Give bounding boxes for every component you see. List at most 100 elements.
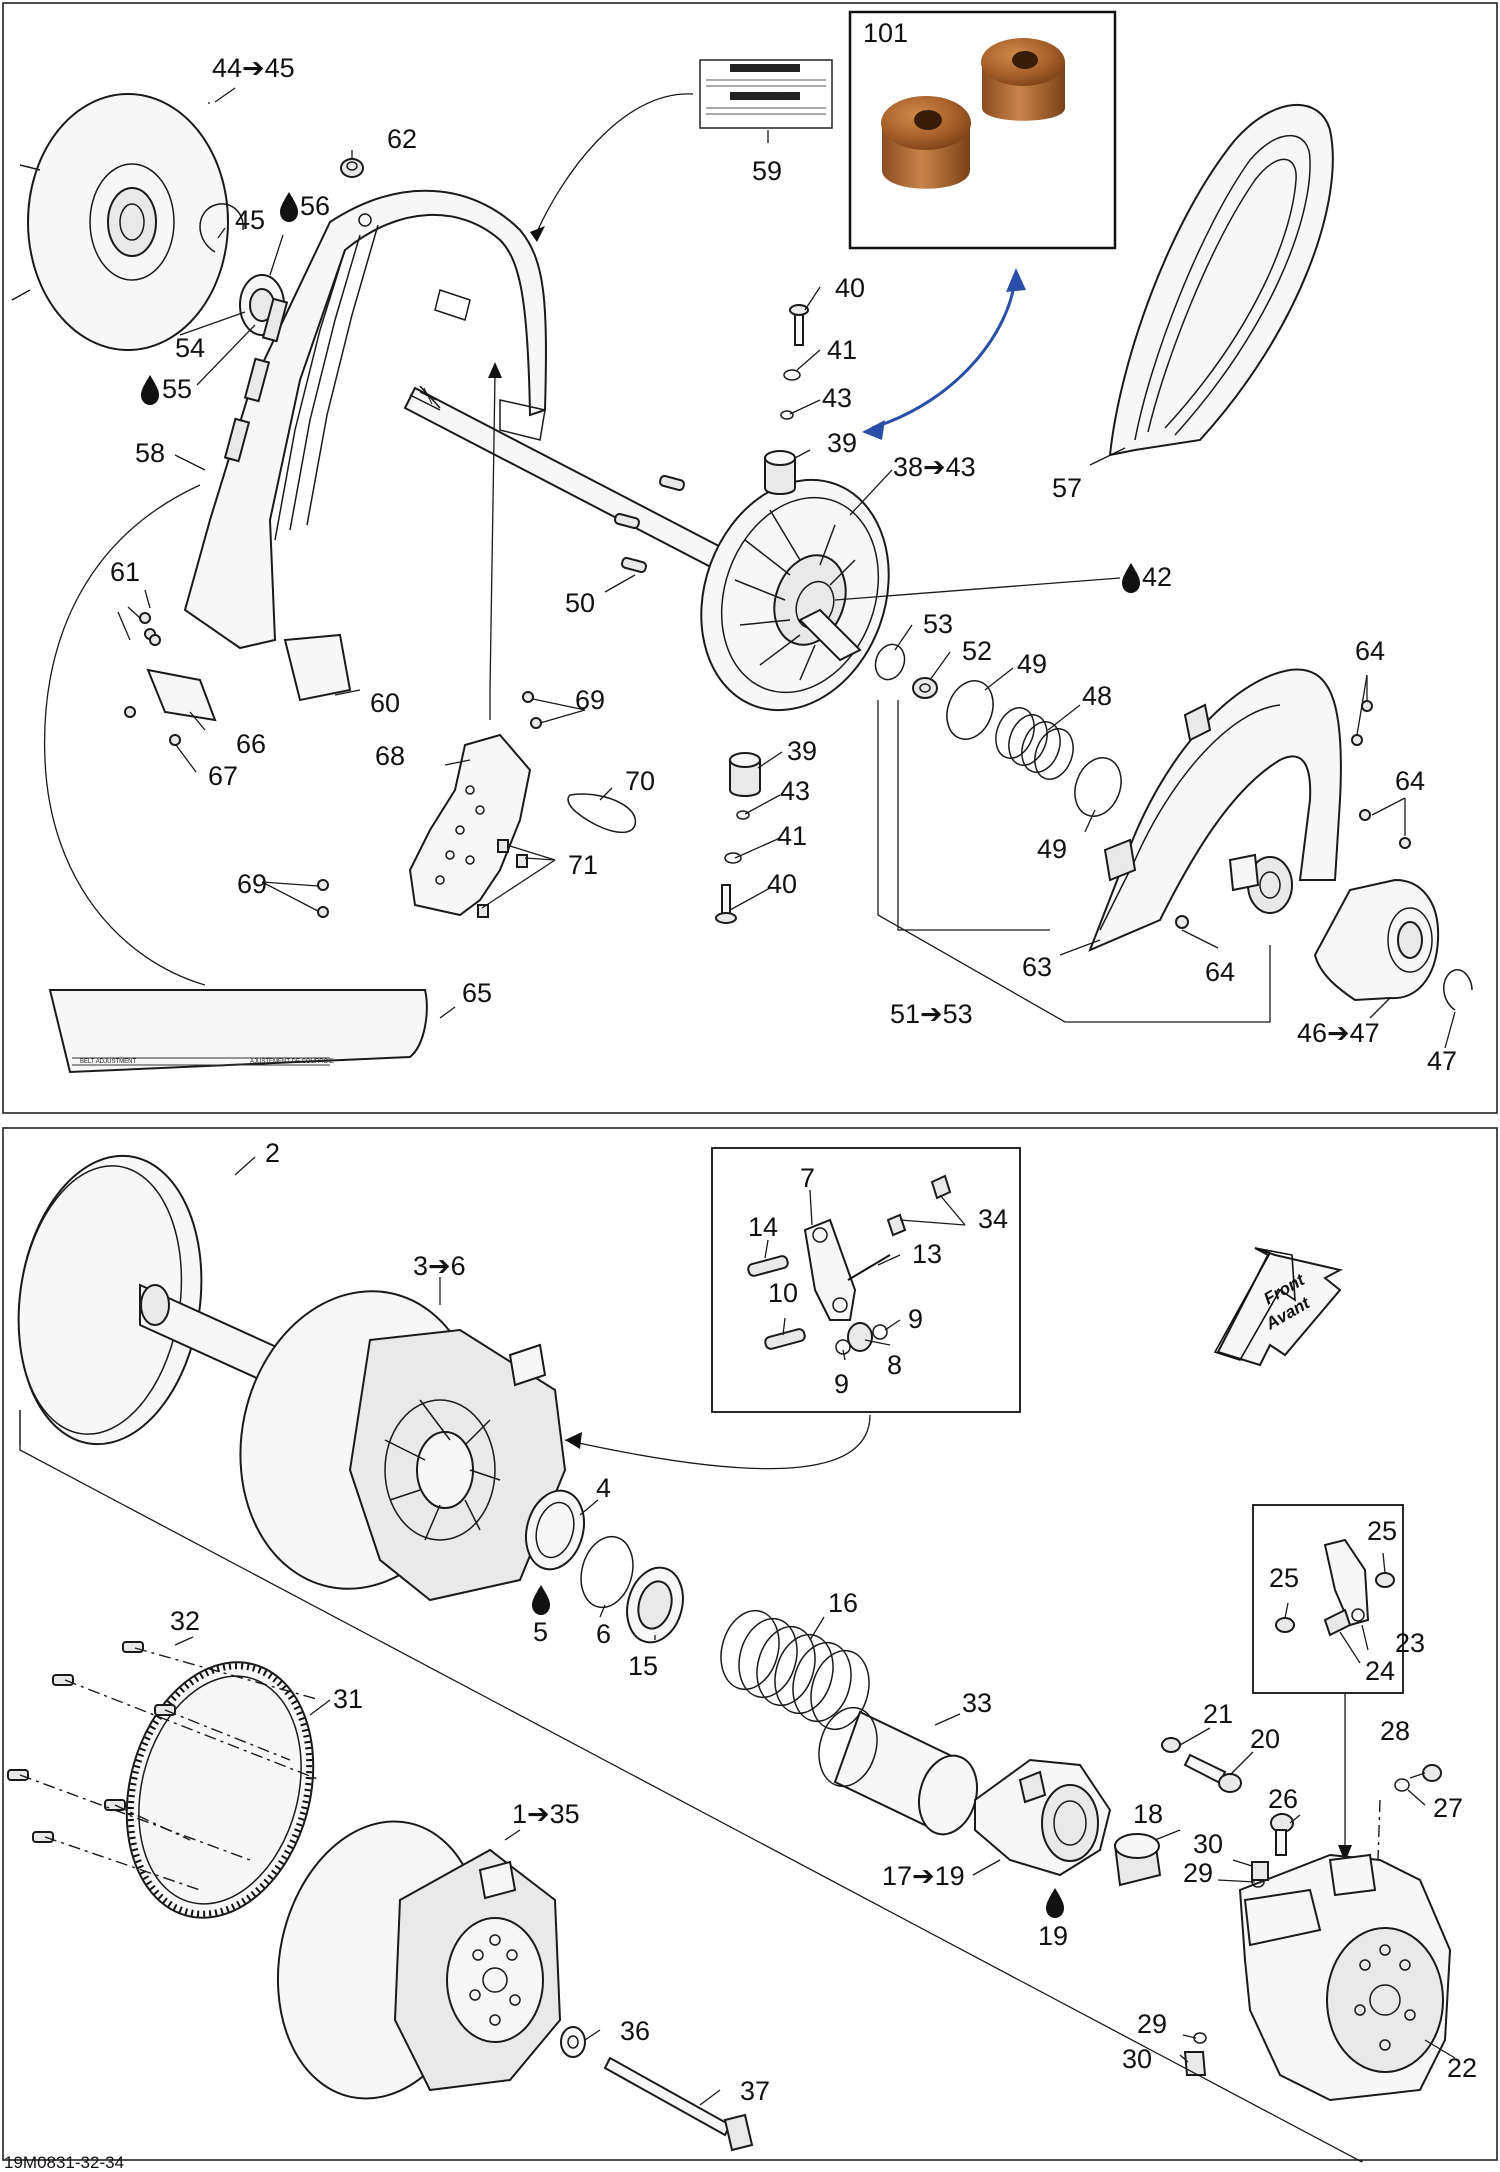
ring-6-part [580, 1535, 634, 1609]
callout-59: 59 [752, 156, 782, 186]
callout-46-47: 46➔47 [1297, 1018, 1380, 1048]
screw-64a-part [1361, 700, 1373, 712]
grease-icon [141, 375, 159, 405]
callout-65: 65 [462, 978, 492, 1008]
callout-14: 14 [748, 1212, 778, 1242]
rivet-part [124, 706, 136, 718]
callout-34: 34 [978, 1204, 1008, 1234]
circlip-part [199, 203, 244, 253]
callout-41: 41 [777, 821, 807, 851]
callout-31: 31 [333, 1684, 363, 1714]
roller-arm-part [1275, 1538, 1395, 1637]
callout-26: 26 [1268, 1784, 1298, 1814]
leader-bracket [489, 374, 496, 720]
callout-15: 15 [628, 1651, 658, 1681]
bushing-18-part [1113, 1833, 1162, 1887]
callout-66: 66 [236, 729, 266, 759]
spacer-part [1228, 853, 1293, 914]
callout-37: 37 [740, 2076, 770, 2106]
callout-36: 36 [620, 2016, 650, 2046]
callout-9: 9 [834, 1369, 849, 1399]
inset-label-101: 101 [863, 18, 908, 48]
lever-assembly-part [747, 1174, 952, 1355]
bushing-30a-part [1251, 1861, 1269, 1881]
ring-gear-part [125, 1661, 315, 1919]
callout-64: 64 [1205, 957, 1235, 987]
screw-69b-part [317, 879, 329, 891]
grease-icon [280, 192, 298, 222]
grease-icon [532, 1585, 550, 1615]
sleeve-33-part [818, 1706, 978, 1836]
washer-27-part [1394, 1778, 1410, 1792]
screw-69a-part [522, 691, 534, 703]
movable-sheave-part [239, 1290, 567, 1602]
callout-28: 28 [1380, 1716, 1410, 1746]
top-panel-frame [2, 2, 1498, 1114]
callout-38-43: 38➔43 [893, 452, 976, 482]
drawing-code: 19M0831-32-34 [4, 2153, 124, 2172]
top-callouts: 44➔45 62 56 45 54 55 58 61 60 66 67 59 1… [110, 18, 1457, 1076]
callout-29: 29 [1183, 1858, 1213, 1888]
driven-shaft-part [403, 385, 767, 592]
callout-13: 13 [912, 1239, 942, 1269]
callout-8: 8 [887, 1350, 902, 1380]
nut-71-part [497, 839, 509, 853]
callout-60: 60 [370, 688, 400, 718]
callout-30: 30 [1122, 2044, 1152, 2074]
callout-10: 10 [768, 1278, 798, 1308]
callout-21: 21 [1203, 1699, 1233, 1729]
callout-64: 64 [1395, 766, 1425, 796]
front-direction-arrow: Front Avant [1213, 1247, 1343, 1367]
pins-50-part [614, 474, 685, 574]
callout-25: 25 [1367, 1516, 1397, 1546]
callout-48: 48 [1082, 681, 1112, 711]
screw-20-part [1183, 1753, 1242, 1793]
warning-label-part: WARNING AVERTISSEMENT [699, 59, 833, 129]
callout-29: 29 [1137, 2009, 1167, 2039]
o-ring-53-part [874, 643, 906, 681]
rivet-67-part [169, 734, 181, 746]
bolt-37-part [603, 2056, 754, 2152]
warning-label-title-fr: AVERTISSEMENT [740, 95, 790, 101]
drive-belt-part [1108, 104, 1334, 457]
washer-36-part [560, 2026, 586, 2058]
roller-inset-box [1252, 1504, 1404, 1694]
callout-27: 27 [1433, 1793, 1463, 1823]
callout-32: 32 [170, 1606, 200, 1636]
callout-33: 33 [962, 1688, 992, 1718]
callout-63: 63 [1022, 952, 1052, 982]
circlip-47-part [1443, 969, 1473, 1011]
callout-56: 56 [300, 191, 330, 221]
sliding-sheave-part [700, 478, 890, 712]
top-leader-lines [117, 87, 1456, 1049]
callout-53: 53 [923, 609, 953, 639]
grease-icon [1122, 563, 1140, 593]
callout-55: 55 [162, 374, 192, 404]
governor-cup-part [1238, 1853, 1452, 2102]
washer-49a-part [946, 680, 994, 740]
callout-24: 24 [1365, 1656, 1395, 1686]
leader-59-to-guard [536, 93, 694, 233]
bracket-68-part [408, 733, 532, 917]
leader-51-53 [877, 700, 1271, 1023]
belt-label-part: BELT ADJUSTMENT AJUSTEMENT DE COURROIE [48, 989, 428, 1074]
callout-67: 67 [208, 761, 238, 791]
clip-66-part [146, 668, 217, 722]
callout-70: 70 [625, 766, 655, 796]
bushing-30b-part [1183, 2051, 1207, 2076]
guard-bracket-part [183, 189, 547, 650]
callout-30: 30 [1193, 1829, 1223, 1859]
spring-16-part [720, 1609, 870, 1731]
callout-49: 49 [1017, 649, 1047, 679]
drive-pulley-assembly-part [276, 1820, 562, 2100]
callout-61: 61 [110, 557, 140, 587]
callout-50: 50 [565, 588, 595, 618]
callout-25: 25 [1269, 1563, 1299, 1593]
callout-44-45: 44➔45 [212, 53, 295, 83]
callout-51-53: 51➔53 [890, 999, 973, 1029]
bushing-52-part [912, 677, 938, 699]
screw-64c-part [1175, 915, 1189, 929]
cam-cover-part [1088, 668, 1342, 952]
blue-link-arrow [871, 277, 1017, 430]
